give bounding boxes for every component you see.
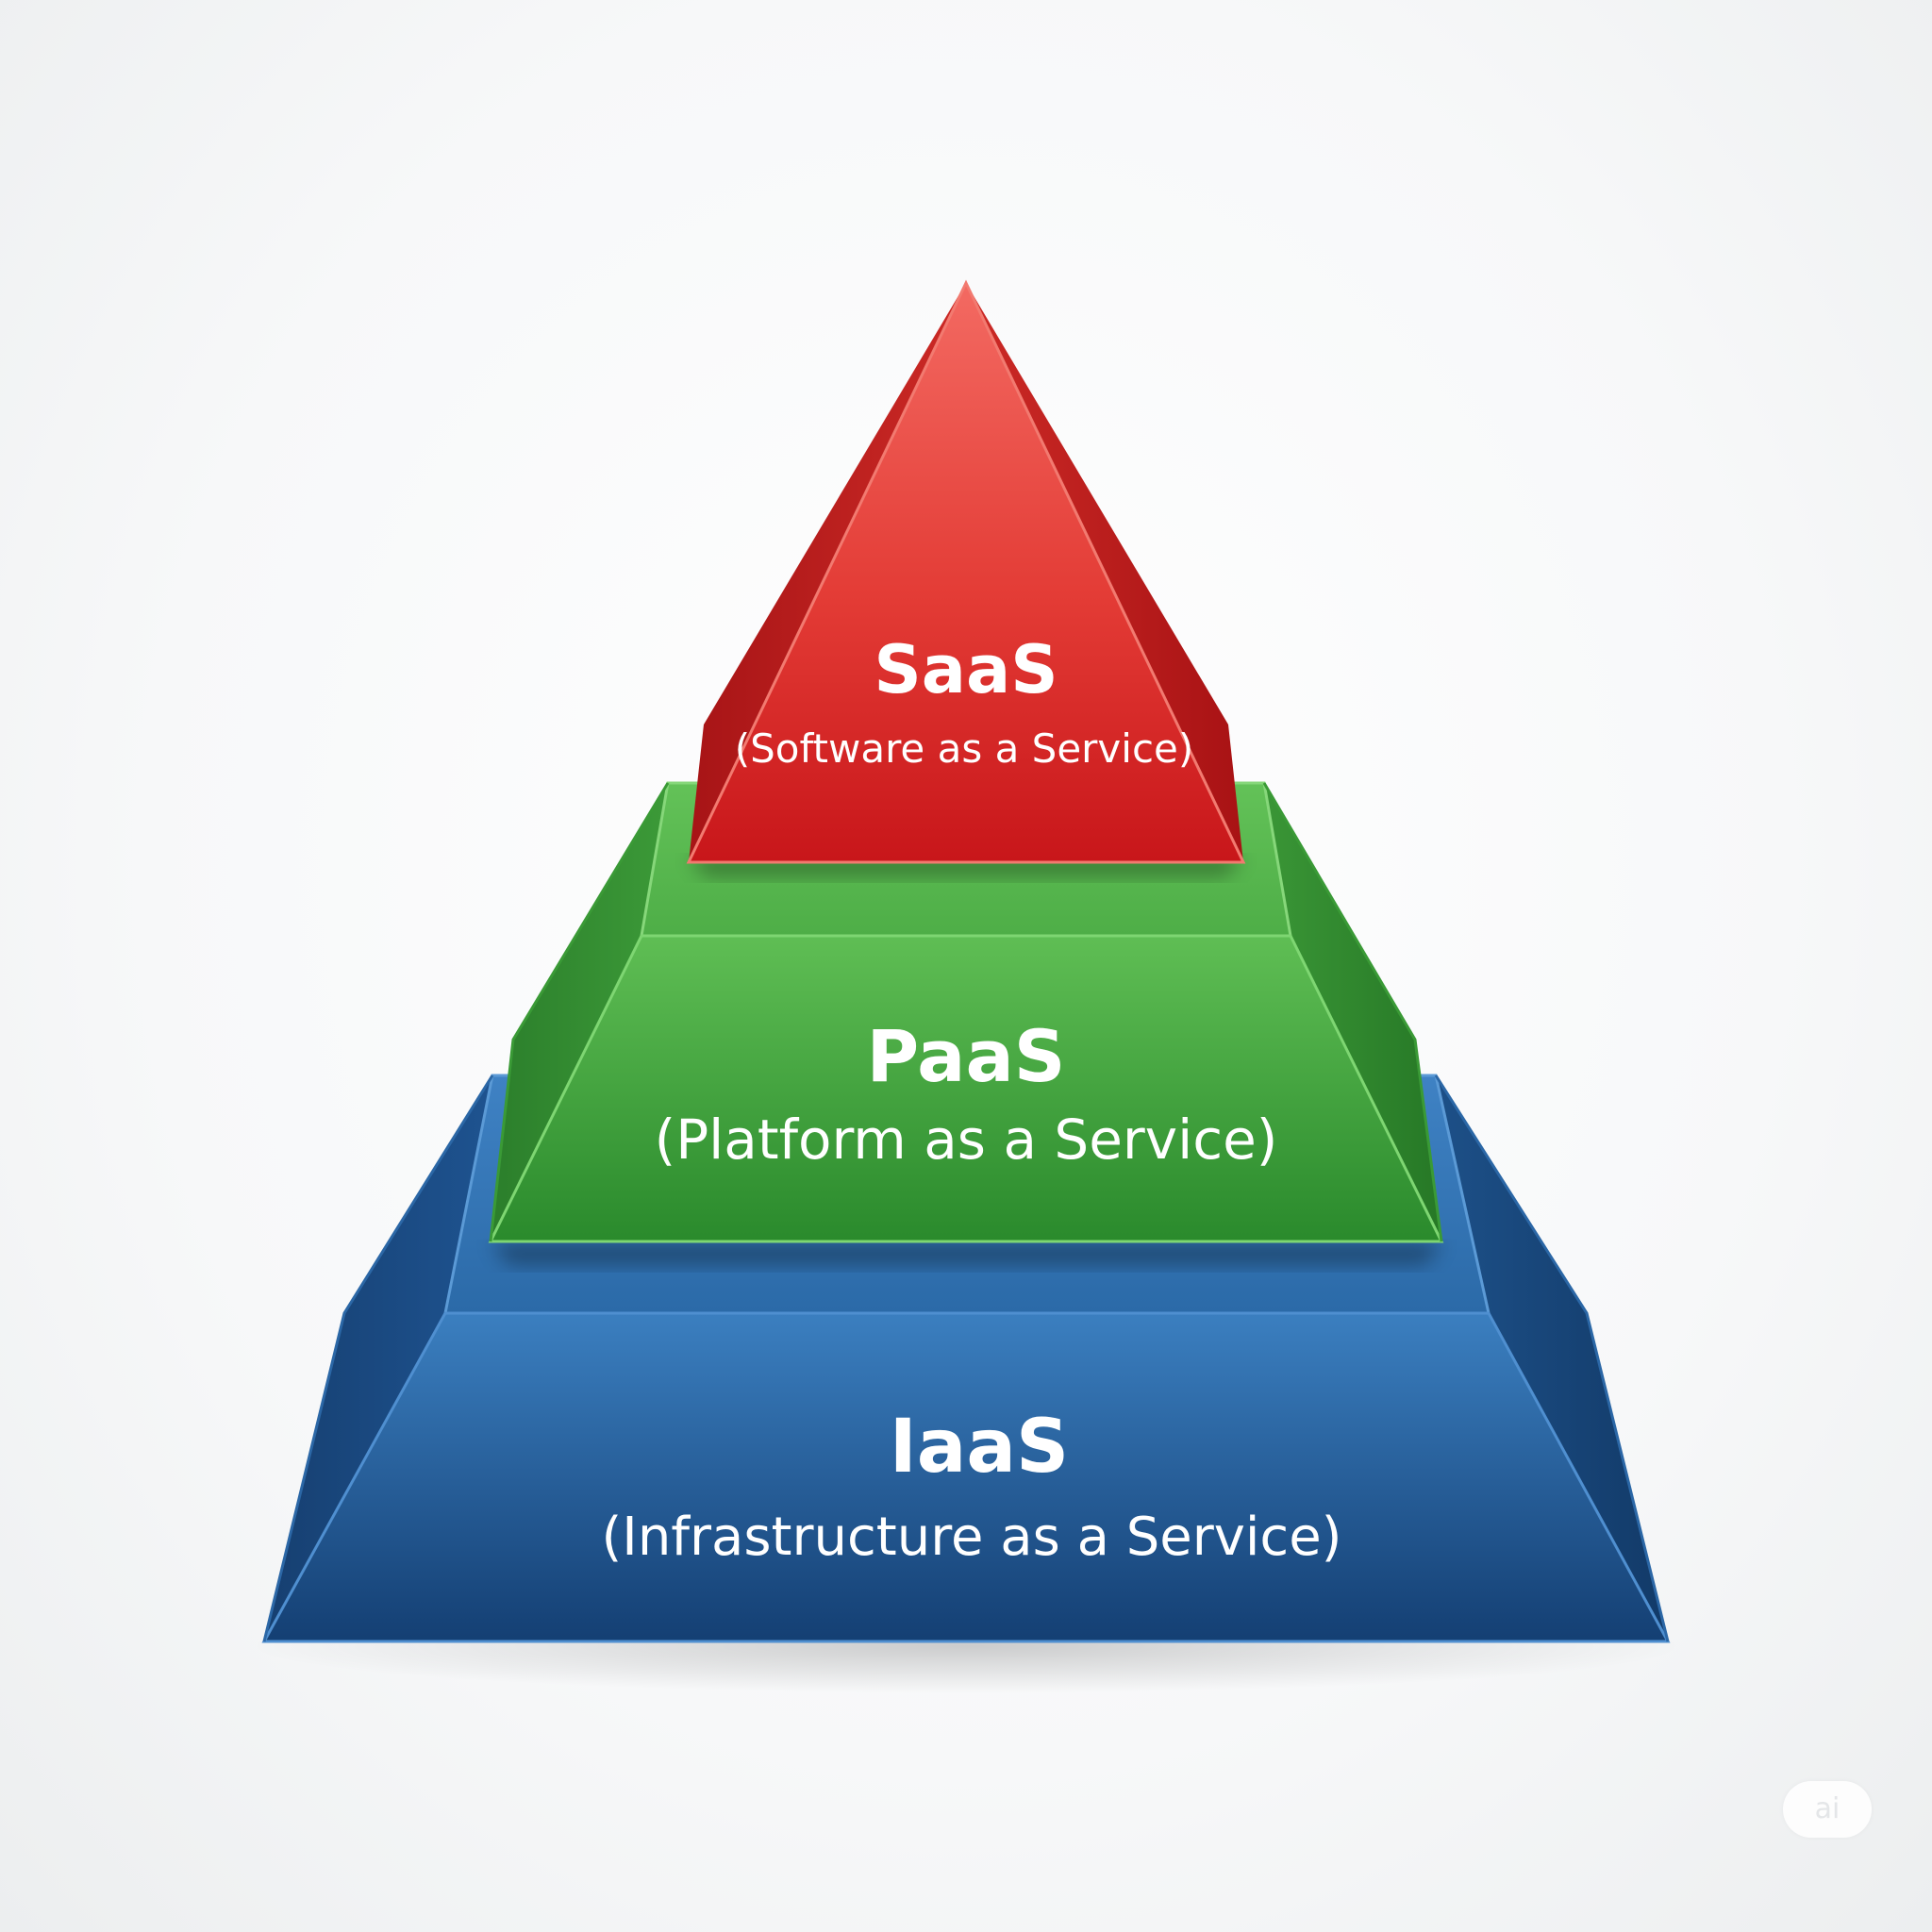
- saas-subtitle: (Software as a Service): [735, 725, 1194, 772]
- iaas-right-face: [1436, 1075, 1668, 1641]
- paas-left-face: [491, 783, 668, 1241]
- paas-subtitle: (Platform as a Service): [655, 1108, 1278, 1172]
- paas-shadow: [491, 1243, 1443, 1264]
- iaas-left-face: [264, 1075, 492, 1641]
- saas-title: SaaS: [874, 631, 1058, 708]
- ai-watermark-text: ai: [1814, 1792, 1840, 1825]
- saas-front-face: [686, 279, 1246, 864]
- iaas-subtitle: (Infrastructure as a Service): [601, 1507, 1341, 1568]
- paas-title: PaaS: [867, 1014, 1066, 1098]
- ai-watermark-badge: ai: [1783, 1781, 1872, 1838]
- tier-saas: SaaS (Software as a Service): [686, 279, 1246, 864]
- paas-right-face: [1264, 783, 1441, 1241]
- iaas-title: IaaS: [890, 1405, 1069, 1490]
- tier-paas: PaaS (Platform as a Service): [488, 781, 1444, 1243]
